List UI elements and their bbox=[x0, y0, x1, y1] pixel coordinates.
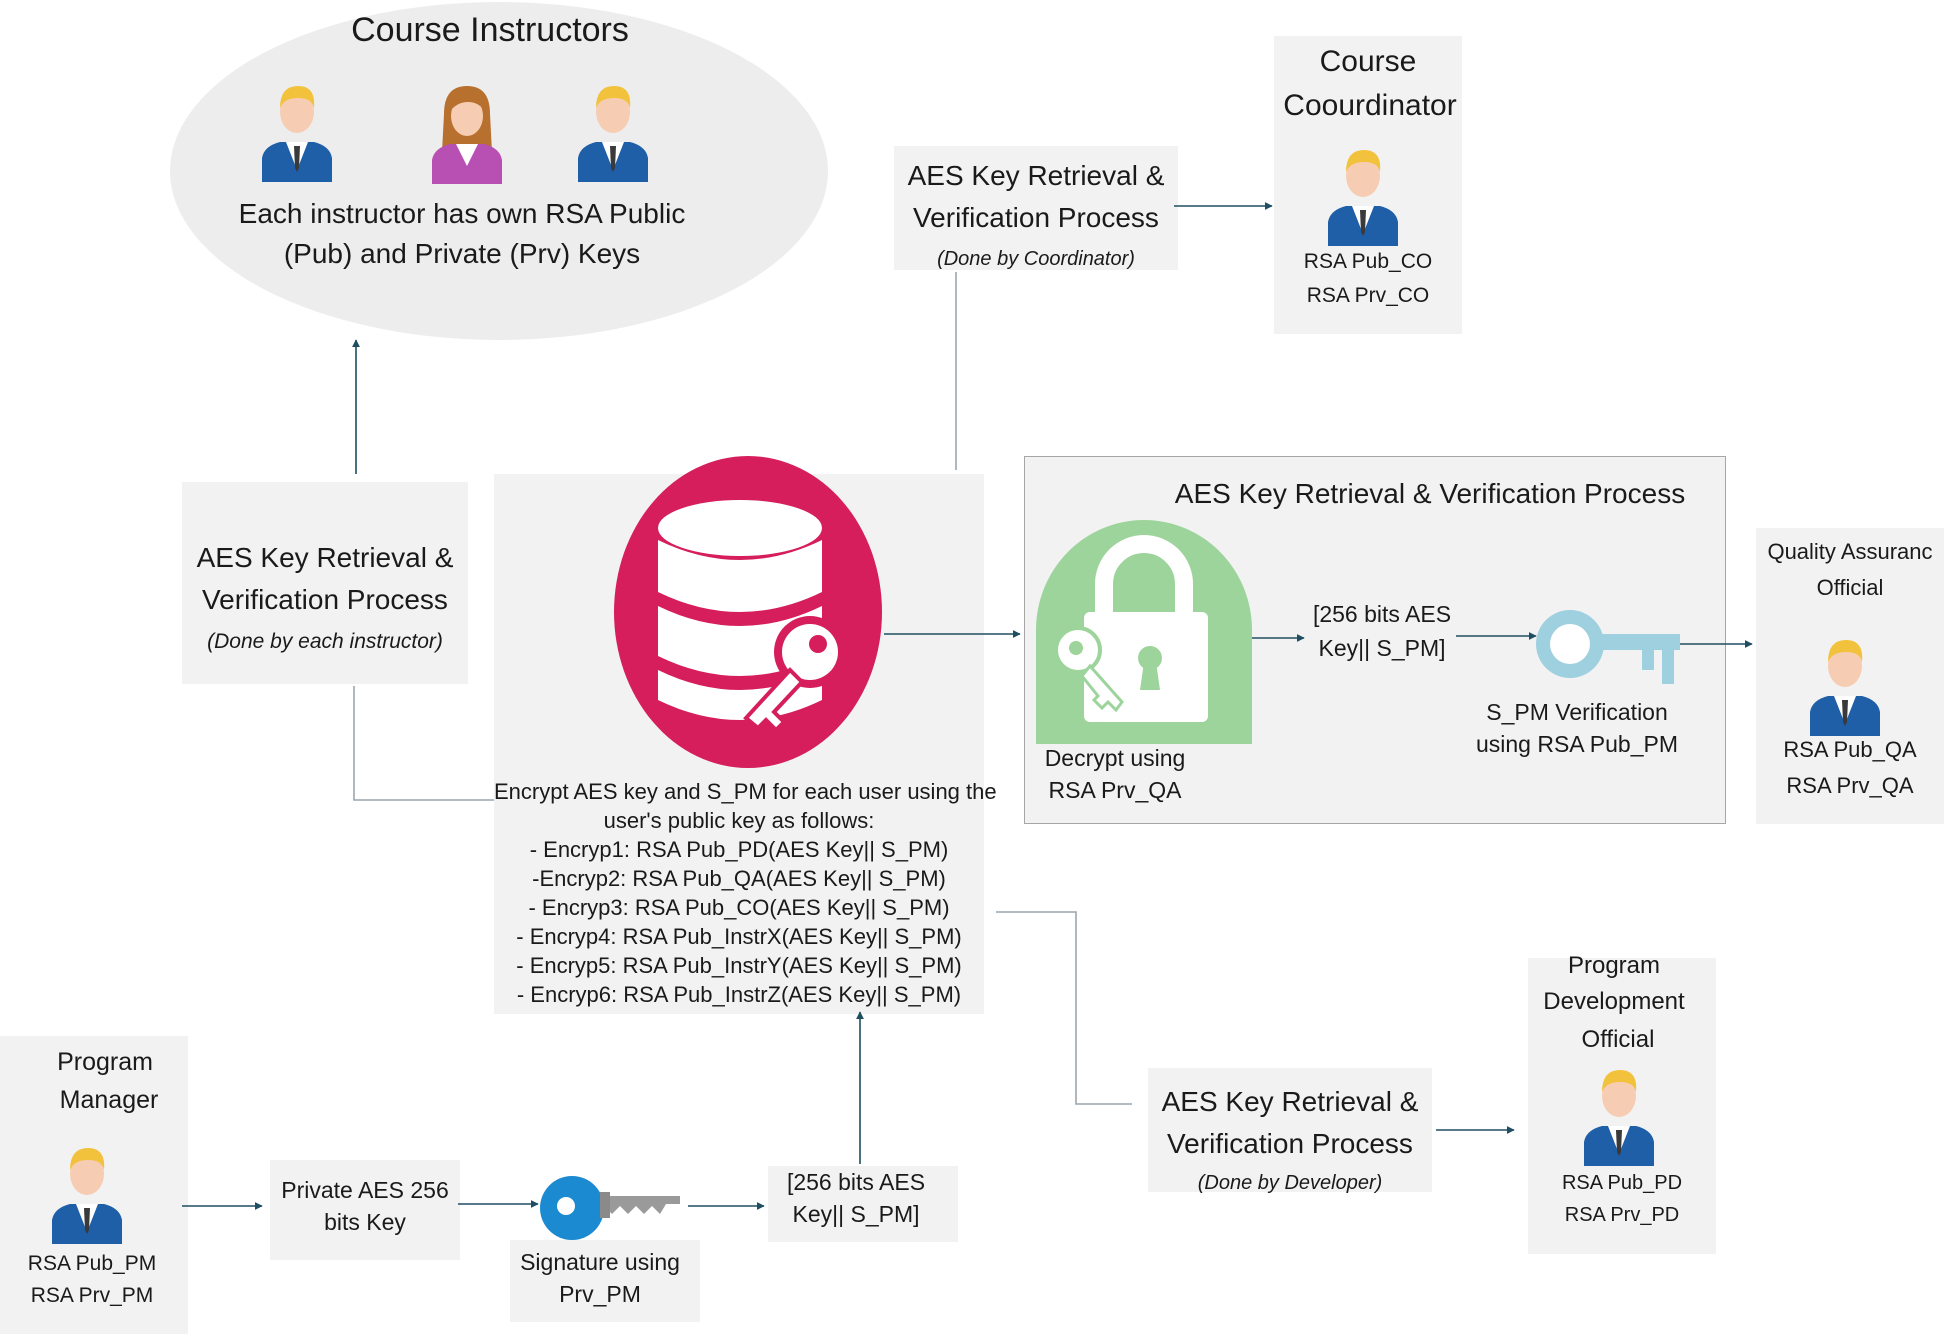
process-coordinator-line1: AES Key Retrieval & bbox=[907, 160, 1165, 191]
encrypt-line: - Encryp5: RSA Pub_InstrY(AES Key|| S_PM… bbox=[516, 953, 962, 978]
person-icon bbox=[262, 86, 332, 182]
process-developer-line1: AES Key Retrieval & bbox=[1161, 1086, 1419, 1117]
pd-official-title-2: Development bbox=[1543, 988, 1685, 1015]
encrypt-line: Encrypt AES key and S_PM for each user u… bbox=[494, 779, 997, 804]
padlock-key-icon bbox=[1036, 520, 1252, 744]
process-instructor-line1: AES Key Retrieval & bbox=[196, 542, 454, 573]
coordinator-prv: RSA Prv_CO bbox=[1306, 284, 1430, 307]
signature-line2: Prv_PM bbox=[559, 1281, 641, 1307]
private-key-line1: Private AES 256 bbox=[281, 1177, 449, 1203]
process-developer-note: (Done by Developer) bbox=[1197, 1172, 1383, 1194]
person-icon bbox=[1328, 150, 1398, 246]
process-instructor-note: (Done by each instructor) bbox=[207, 630, 443, 653]
signature-line1: Signature using bbox=[520, 1249, 680, 1275]
coordinator-title-2: Coourdinator bbox=[1283, 89, 1457, 122]
encrypt-line: -Encryp2: RSA Pub_QA(AES Key|| S_PM) bbox=[532, 866, 946, 891]
qa-official-title-2: Official bbox=[1816, 575, 1884, 600]
payload-bottom-box bbox=[768, 1166, 958, 1242]
qa-payload-2: Key|| S_PM] bbox=[1318, 635, 1446, 661]
qa-decrypt-1: Decrypt using bbox=[1044, 745, 1186, 771]
person-icon bbox=[1810, 640, 1880, 736]
pd-official-title-1: Program bbox=[1567, 952, 1661, 979]
person-icon bbox=[432, 86, 502, 184]
payload-bottom-1: [256 bits AES bbox=[786, 1169, 926, 1195]
process-instructor-box bbox=[182, 482, 468, 684]
qa-verify-1: S_PM Verification bbox=[1486, 699, 1668, 725]
line-instructor-process bbox=[353, 686, 494, 801]
person-icon bbox=[1584, 1070, 1654, 1166]
key-icon bbox=[1536, 610, 1680, 684]
process-developer-line2: Verification Process bbox=[1167, 1128, 1413, 1159]
coordinator-title-1: Course bbox=[1319, 45, 1417, 78]
person-icon bbox=[578, 86, 648, 182]
pd-official-prv: RSA Prv_PD bbox=[1564, 1204, 1680, 1226]
qa-official-pub: RSA Pub_QA bbox=[1783, 737, 1917, 762]
pm-title-1: Program bbox=[57, 1048, 153, 1076]
pm-title-2: Manager bbox=[59, 1086, 159, 1114]
signature-box bbox=[510, 1240, 700, 1322]
pm-prv: RSA Prv_PM bbox=[30, 1284, 154, 1307]
signature-key-icon bbox=[540, 1176, 680, 1240]
qa-official-title-1: Quality Assuranc bbox=[1767, 539, 1933, 564]
coordinator-pub: RSA Pub_CO bbox=[1303, 250, 1433, 273]
qa-official-prv: RSA Prv_QA bbox=[1786, 773, 1914, 798]
private-key-box bbox=[270, 1160, 460, 1260]
process-coordinator-note: (Done by Coordinator) bbox=[937, 248, 1135, 270]
process-qa-title: AES Key Retrieval & Verification Process bbox=[1174, 478, 1686, 509]
encrypt-line: - Encryp3: RSA Pub_CO(AES Key|| S_PM) bbox=[528, 895, 950, 920]
qa-verify-2: using RSA Pub_PM bbox=[1475, 731, 1678, 757]
instructors-title: Course Instructors bbox=[351, 11, 629, 49]
pd-official-pub: RSA Pub_PD bbox=[1561, 1172, 1683, 1194]
instructors-desc-1: Each instructor has own RSA Public bbox=[238, 198, 686, 229]
encrypt-line: user's public key as follows: bbox=[603, 808, 875, 833]
process-developer-box bbox=[1148, 1068, 1432, 1192]
qa-decrypt-2: RSA Prv_QA bbox=[1048, 777, 1182, 803]
encrypt-line: - Encryp4: RSA Pub_InstrX(AES Key|| S_PM… bbox=[516, 924, 962, 949]
payload-bottom-2: Key|| S_PM] bbox=[792, 1201, 920, 1227]
process-instructor-line2: Verification Process bbox=[202, 584, 448, 615]
process-coordinator-box bbox=[894, 146, 1178, 270]
pd-official-title-3: Official bbox=[1581, 1026, 1655, 1053]
line-to-developer-process bbox=[996, 911, 1132, 1105]
pm-pub: RSA Pub_PM bbox=[27, 1252, 157, 1275]
encrypt-line: - Encryp6: RSA Pub_InstrZ(AES Key|| S_PM… bbox=[516, 982, 962, 1007]
process-coordinator-line2: Verification Process bbox=[913, 202, 1159, 233]
private-key-line2: bits Key bbox=[324, 1209, 406, 1235]
qa-payload-1: [256 bits AES bbox=[1312, 601, 1452, 627]
person-icon bbox=[52, 1148, 122, 1244]
encrypt-line: - Encryp1: RSA Pub_PD(AES Key|| S_PM) bbox=[529, 837, 949, 862]
database-key-icon bbox=[614, 456, 882, 768]
instructors-desc-2: (Pub) and Private (Prv) Keys bbox=[283, 238, 641, 269]
